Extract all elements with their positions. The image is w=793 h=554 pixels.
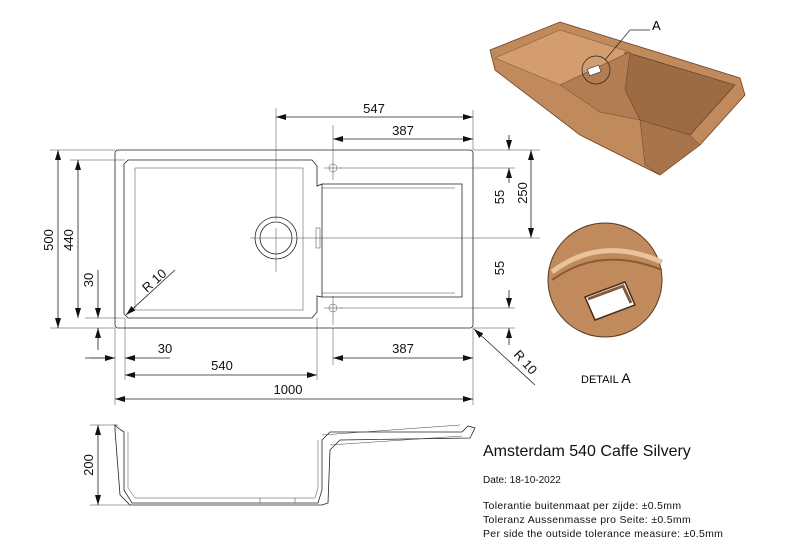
dim-30-left: 30	[81, 273, 96, 287]
dim-r10-right: R 10	[511, 347, 541, 377]
dim-r10-left: R 10	[139, 266, 169, 296]
detail-a-view	[547, 222, 663, 338]
detail-caption-letter: A	[621, 370, 631, 386]
tolerance-en: Per side the outside tolerance measure: …	[483, 528, 724, 540]
dim-250: 250	[515, 182, 530, 204]
detail-caption-label: DETAIL	[581, 374, 619, 386]
dim-30-bottom: 30	[158, 341, 172, 356]
dim-55-bottom: 55	[492, 261, 507, 275]
sink-side-view	[114, 424, 476, 506]
tolerance-nl: Tolerantie buitenmaat per zijde: ±0.5mm	[483, 500, 682, 512]
sink-top-view	[114, 108, 540, 329]
dim-387-top: 387	[392, 123, 414, 138]
dim-55-top: 55	[492, 190, 507, 204]
product-title: Amsterdam 540 Caffe Silvery	[483, 443, 691, 460]
detail-callout-label: A	[652, 18, 661, 33]
detail-a-caption: DETAIL A	[581, 370, 631, 386]
dim-547: 547	[363, 101, 385, 116]
sink-3d-view	[489, 21, 746, 176]
dim-387-bottom: 387	[392, 341, 414, 356]
dim-200: 200	[81, 454, 96, 476]
dim-540: 540	[211, 358, 233, 373]
dim-500: 500	[41, 229, 56, 251]
dim-1000: 1000	[274, 382, 303, 397]
dim-440: 440	[61, 229, 76, 251]
tolerance-de: Toleranz Aussenmasse pro Seite: ±0.5mm	[483, 514, 692, 526]
drawing-date: Date: 18-10-2022	[483, 475, 561, 486]
